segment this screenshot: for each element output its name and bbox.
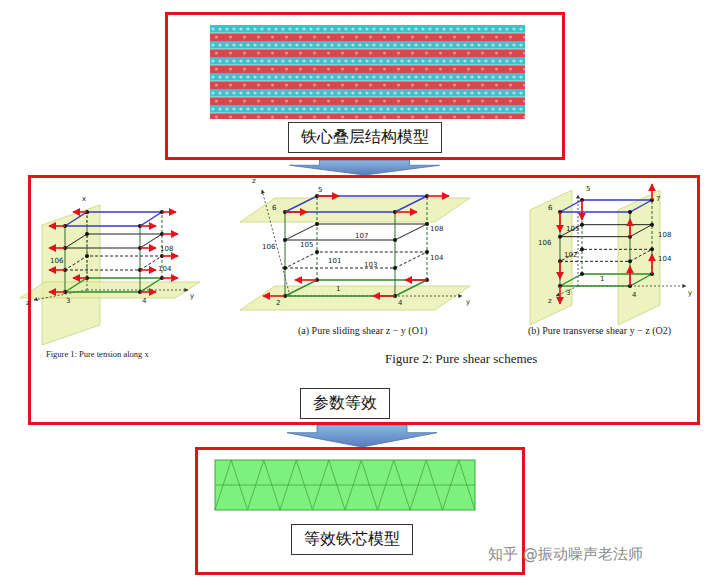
callout-number: 102 (564, 252, 577, 260)
stage-label-box: 参数等效 (300, 388, 390, 419)
figure-caption: (a) Pure sliding shear z − y (O1) (298, 325, 427, 336)
callout-number: 4 (632, 292, 636, 300)
stage-label: 等效铁芯模型 (304, 529, 400, 550)
figure-caption: Figure 1: Pure tension along x (46, 350, 149, 359)
callout-number: 104 (430, 255, 443, 263)
stage-frame: 参数等效 (28, 175, 700, 425)
plane (20, 190, 660, 345)
callout-number: 101 (328, 258, 341, 266)
callout-number: x (82, 196, 86, 204)
callout-number: 6 (272, 205, 276, 213)
callout-number: 7 (656, 196, 660, 204)
stage-frame: 铁心叠层结构模型 (165, 12, 565, 160)
callout-number: z (548, 298, 552, 306)
stage-label-box: 等效铁芯模型 (291, 524, 413, 555)
callout-number: 106 (538, 240, 551, 248)
stage-label: 参数等效 (313, 393, 377, 414)
callout-number: 5 (318, 187, 322, 195)
callout-number: 2 (276, 300, 280, 308)
callout-number: 105 (300, 242, 313, 250)
callout-number: 105 (566, 226, 579, 234)
watermark: 知乎 @振动噪声老法师 (488, 546, 643, 563)
callout-number: 103 (364, 262, 377, 270)
callout-number: 5 (586, 186, 590, 194)
callout-number: 4 (142, 298, 146, 306)
callout-number: 4 (398, 300, 402, 308)
callout-number: y (688, 290, 692, 298)
callout-number: z (252, 178, 256, 186)
callout-number: 6 (548, 205, 552, 213)
callout-number: y (190, 293, 194, 301)
callout-number: 104 (658, 256, 671, 264)
callout-number: 1 (336, 286, 340, 294)
callout-number: 106 (50, 258, 63, 266)
element-cube (558, 184, 654, 304)
callout-number: 108 (430, 226, 443, 234)
block-arrow (290, 160, 440, 175)
block-arrow (287, 425, 437, 447)
callout-number: 3 (566, 290, 570, 298)
stage-label: 铁心叠层结构模型 (301, 127, 429, 148)
figure-caption: (b) Pure transverse shear y − z (O2) (528, 325, 671, 336)
callout-number: 108 (658, 232, 671, 240)
element-cube (263, 194, 449, 298)
callout-number: y (466, 299, 470, 307)
callout-number: z (26, 300, 30, 308)
callout-number: 106 (262, 244, 275, 252)
stage-label-box: 铁心叠层结构模型 (288, 122, 442, 153)
axis (34, 190, 686, 300)
lamination-stack (210, 25, 525, 119)
element-cube (49, 210, 178, 294)
callout-number: 104 (158, 266, 171, 274)
callout-number: 107 (355, 233, 368, 241)
figure-caption: Figure 2: Pure shear schemes (385, 352, 537, 366)
callout-number: 3 (66, 298, 70, 306)
callout-number: 108 (160, 246, 173, 254)
equivalent-mesh (215, 460, 475, 510)
callout-number: 1 (600, 276, 604, 284)
stage-frame: 等效铁芯模型 (195, 447, 525, 575)
